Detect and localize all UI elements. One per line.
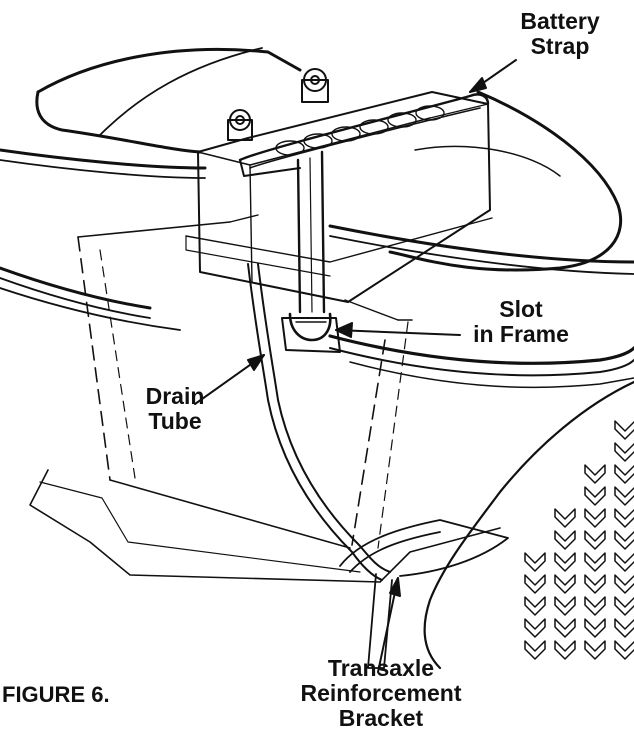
transaxle-reinforcement-bracket [339,519,509,669]
tire-tread-lug [584,530,606,550]
tire-tread-lug [554,596,576,616]
tire-tread-lug [614,640,634,660]
seat-pan [35,47,623,272]
tire-tread-lug [584,618,606,638]
label-drain-tube: Drain Tube [130,384,220,434]
tire-tread-lug [614,420,634,440]
tire-tread-lug [554,640,576,660]
label-drain-line2: Tube [148,408,202,434]
tire-tread-lug [614,530,634,550]
label-drain-line1: Drain [145,383,205,409]
battery-terminals [227,68,329,141]
slot-in-frame [281,312,341,353]
tire-tread-lug [614,552,634,572]
label-slot-line2: in Frame [473,321,569,347]
frame-rails [0,148,634,389]
battery-strap [238,93,490,314]
label-battery-strap-line1: Battery [520,8,600,34]
tire-tread-lug [614,486,634,506]
tire-tread-lug [614,596,634,616]
tire-tread-lug [554,618,576,638]
label-slot-in-frame: Slot in Frame [456,297,586,347]
tire-tread-lug [524,552,546,572]
label-transaxle-bracket: Transaxle Reinforcement Bracket [256,656,506,731]
leader-lines [194,59,517,673]
frame-body [29,214,501,583]
label-slot-line1: Slot [499,296,543,322]
rear-tire [423,380,634,670]
tire-tread-lug [614,508,634,528]
tire-tread-lug [584,574,606,594]
tire-tread-lug [524,640,546,660]
battery [185,91,493,303]
label-transaxle-line1: Transaxle [327,655,435,681]
tire-tread-lug [584,464,606,484]
tire-tread-lug [614,574,634,594]
tire-tread-lug [554,530,576,550]
tire-tread-lug [554,508,576,528]
tire-tread-lug [554,574,576,594]
figure-caption: FIGURE 6. [2,682,110,707]
tire-tread-lug [614,442,634,462]
label-battery-strap: Battery Strap [500,9,620,59]
tire-tread-lug [614,618,634,638]
tire-tread-lug [614,464,634,484]
tire-tread-lug [584,552,606,572]
tire-tread-lug [554,552,576,572]
tire-tread-lug [524,618,546,638]
label-transaxle-line2: Reinforcement [300,680,462,706]
tire-tread-lug [584,640,606,660]
label-battery-strap-line2: Strap [530,33,590,59]
label-transaxle-line3: Bracket [338,705,424,731]
drain-tube [247,263,391,581]
tire-tread-lug [584,508,606,528]
tire-tread-lug [524,574,546,594]
tire-tread-lug [524,596,546,616]
tire-tread-lug [584,486,606,506]
tire-tread-lug [584,596,606,616]
